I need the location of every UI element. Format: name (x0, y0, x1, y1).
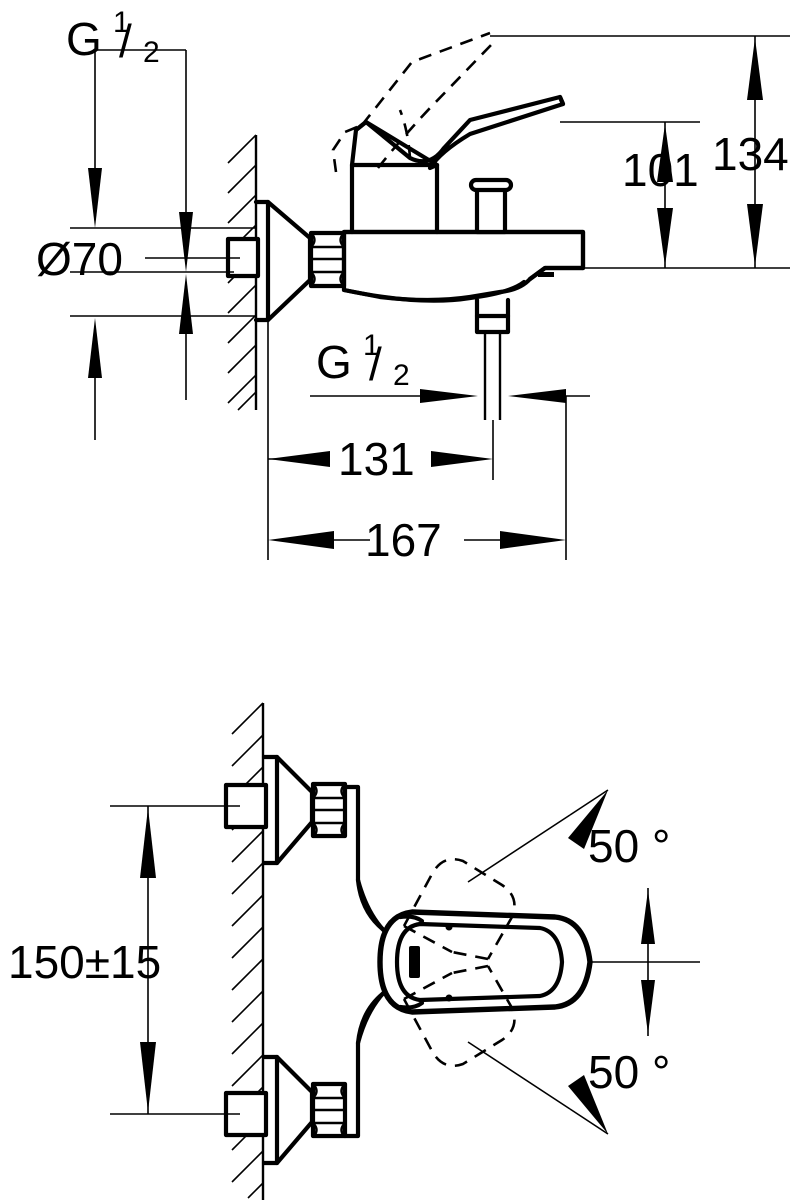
dim-depth-131: 131 (267, 320, 494, 485)
dim-label-g-half-outlet-prefix: G (316, 336, 352, 388)
dim-angle-lower-50: 50 ° (467, 1041, 670, 1135)
spout-outlet-tab-top (527, 265, 586, 282)
cartridge-housing-top (349, 162, 440, 235)
dim-label-g-half-upper-prefix: G (66, 13, 102, 65)
dim-label-angle-lower-50: 50 ° (588, 1046, 670, 1098)
dim-label-angle-upper-50: 50 ° (588, 820, 670, 872)
dim-label-g-half-outlet-denominator: 2 (393, 359, 410, 392)
union-nut-top (308, 230, 347, 289)
lever-handle-front (377, 909, 593, 1015)
dim-label-g-half-upper-denominator: 2 (143, 36, 160, 69)
lever-handle-top (349, 94, 566, 171)
dim-label-g-half-outlet-slash: / (369, 338, 382, 390)
dim-angle-upper-50: 50 ° (467, 789, 670, 883)
dim-height-134: 134 (490, 35, 790, 268)
dim-depth-167: 167 (267, 396, 567, 566)
dim-spacing-150: 150±15 (8, 805, 240, 1115)
dim-label-diameter-70: Ø70 (36, 233, 123, 285)
dim-height-101: 101 (560, 121, 790, 269)
dim-angle-arrows-front (641, 888, 655, 1036)
dim-g-half-upper: G 1 / 2 (66, 6, 256, 273)
wall-inlet-connector-top (225, 236, 261, 279)
dim-label-g-half-upper-numerator: 1 (113, 6, 130, 39)
dim-label-height-134: 134 (712, 128, 789, 180)
dim-label-g-half-upper-slash: / (119, 15, 132, 67)
inlet-assembly-upper-bottom (223, 754, 348, 866)
lever-handle-raised-ghost-top (331, 31, 493, 173)
shower-outlet-top (474, 297, 511, 420)
dim-label-depth-167: 167 (365, 514, 442, 566)
top-view-group: G 1 / 2 Ø70 G 1 / 2 (36, 6, 790, 566)
dim-g-half-outlet: G 1 / 2 (310, 329, 590, 403)
escutcheon-top (253, 199, 313, 323)
dim-label-height-101: 101 (622, 144, 699, 196)
diverter-knob-top (468, 177, 514, 235)
dim-label-g-half-outlet-numerator: 1 (363, 329, 380, 362)
dim-diameter-70: Ø70 (36, 233, 256, 440)
dim-label-depth-131: 131 (338, 433, 415, 485)
inlet-assembly-lower-bottom (223, 1054, 348, 1166)
dim-label-spacing-150: 150±15 (8, 936, 161, 988)
bottom-view-group: 150±15 50 ° 50 ° (8, 702, 700, 1200)
